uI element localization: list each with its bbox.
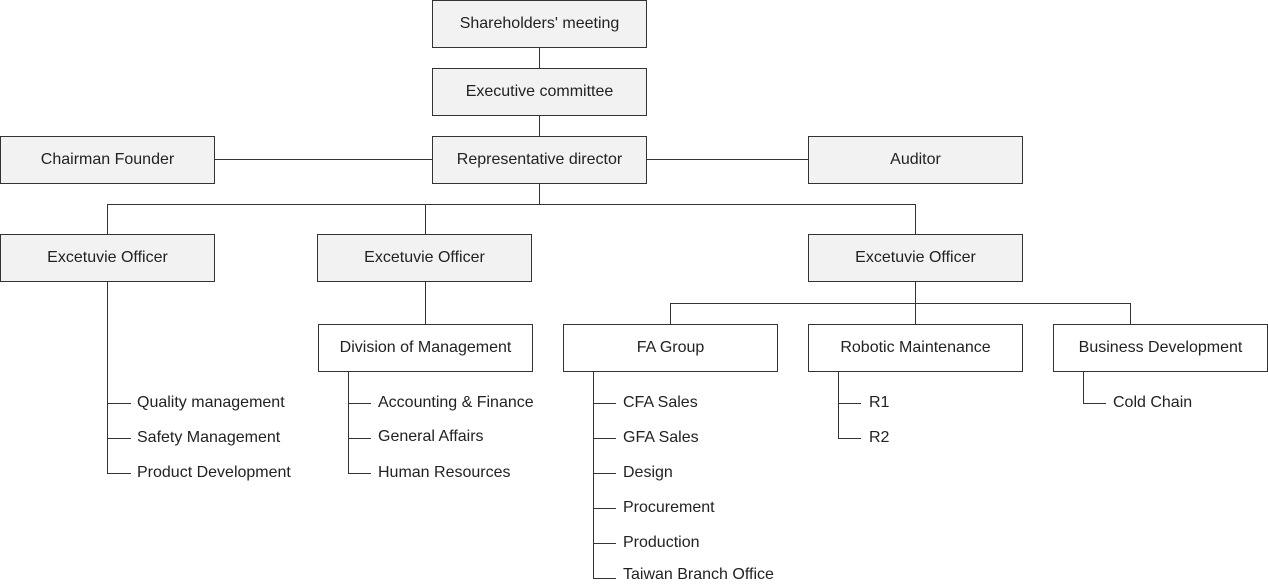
connector-line — [539, 115, 540, 136]
executive-committee-box: Executive committee — [432, 68, 647, 116]
connector-line — [107, 281, 108, 473]
fa-group-box: FA Group — [563, 324, 778, 372]
connector-line — [214, 159, 432, 160]
item-cfa-sales: CFA Sales — [623, 394, 698, 411]
item-accounting-finance: Accounting & Finance — [378, 394, 534, 411]
item-general-affairs: General Affairs — [378, 428, 484, 445]
connector-line — [107, 403, 131, 404]
connector-line — [593, 403, 616, 404]
connector-line — [915, 281, 916, 324]
connector-line — [348, 438, 371, 439]
item-safety-management: Safety Management — [137, 429, 281, 446]
shareholders-meeting-box: Shareholders' meeting — [432, 0, 647, 48]
business-development-box: Business Development — [1053, 324, 1268, 372]
executive-officer-middle-box: Excetuvie Officer — [317, 234, 532, 282]
auditor-box: Auditor — [808, 136, 1023, 184]
connector-line — [838, 403, 861, 404]
division-of-management-box: Division of Management — [318, 324, 533, 372]
connector-line — [1130, 303, 1131, 324]
robotic-maintenance-box: Robotic Maintenance — [808, 324, 1023, 372]
connector-line — [838, 371, 839, 438]
connector-line — [593, 473, 616, 474]
connector-line — [670, 303, 671, 324]
connector-line — [1083, 403, 1106, 404]
connector-line — [348, 473, 371, 474]
connector-line — [593, 371, 594, 578]
connector-line — [1083, 371, 1084, 403]
connector-line — [593, 578, 616, 579]
connector-line — [915, 204, 916, 234]
connector-line — [593, 508, 616, 509]
connector-line — [107, 204, 108, 234]
executive-officer-left-box: Excetuvie Officer — [0, 234, 215, 282]
item-design: Design — [623, 464, 673, 481]
connector-line — [348, 403, 371, 404]
connector-line — [670, 303, 1131, 304]
connector-line — [107, 473, 131, 474]
connector-line — [539, 47, 540, 68]
executive-officer-right-box: Excetuvie Officer — [808, 234, 1023, 282]
item-production: Production — [623, 534, 700, 551]
connector-line — [838, 438, 861, 439]
connector-line — [646, 159, 808, 160]
item-r1: R1 — [869, 394, 890, 411]
connector-line — [107, 438, 131, 439]
item-human-resources: Human Resources — [378, 464, 511, 481]
item-r2: R2 — [869, 429, 890, 446]
connector-line — [107, 204, 916, 205]
item-cold-chain: Cold Chain — [1113, 394, 1193, 411]
connector-line — [593, 438, 616, 439]
connector-line — [348, 371, 349, 473]
item-taiwan-branch-office: Taiwan Branch Office — [623, 566, 774, 583]
connector-line — [425, 204, 426, 234]
item-product-development: Product Development — [137, 464, 291, 481]
representative-director-box: Representative director — [432, 136, 647, 184]
item-gfa-sales: GFA Sales — [623, 429, 699, 446]
item-procurement: Procurement — [623, 499, 715, 516]
connector-line — [539, 183, 540, 204]
connector-line — [425, 281, 426, 324]
connector-line — [593, 543, 616, 544]
item-quality-management: Quality management — [137, 394, 285, 411]
chairman-founder-box: Chairman Founder — [0, 136, 215, 184]
